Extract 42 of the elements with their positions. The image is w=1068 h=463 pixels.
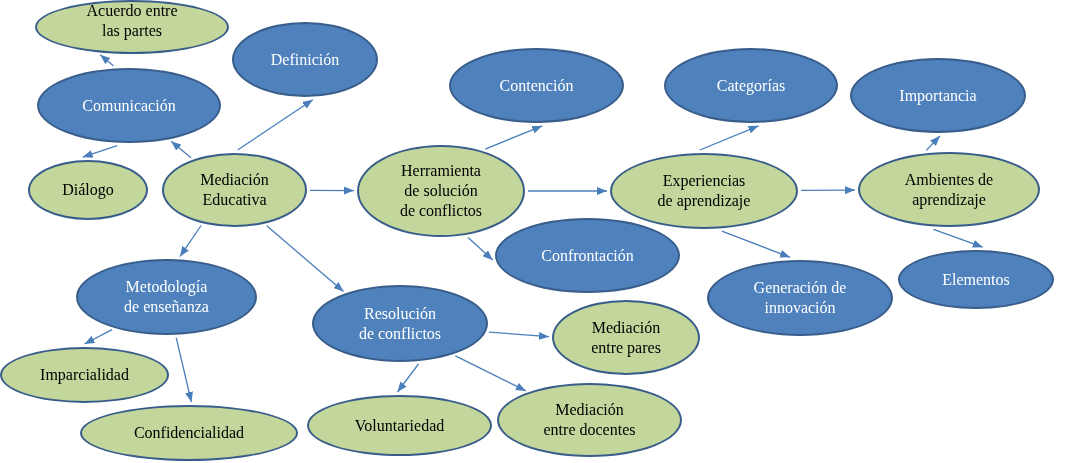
concept-label: Contención — [498, 75, 575, 96]
arrow — [179, 224, 202, 258]
arrow — [925, 135, 941, 152]
concept-label: Herramienta de solución de conflictos — [398, 161, 484, 221]
arrow — [488, 331, 550, 340]
arrow — [396, 363, 420, 393]
concept-label: Comunicación — [81, 95, 177, 116]
concept-label: Confrontación — [540, 245, 635, 266]
arrow — [236, 99, 314, 151]
arrow — [800, 186, 856, 195]
arrow — [266, 225, 345, 293]
arrow — [99, 54, 115, 67]
arrow — [170, 140, 192, 159]
concept-label: Acuerdo entre las partes — [85, 1, 179, 41]
concept-label: Generación de innovación — [752, 278, 848, 318]
concept-label: Resolución de conflictos — [357, 303, 443, 344]
concept-label: Voluntariedad — [353, 415, 446, 436]
arrow — [309, 186, 355, 195]
arrow — [467, 236, 494, 261]
arrow — [83, 329, 113, 345]
arrow — [699, 125, 760, 151]
concept-label: Categorías — [715, 75, 787, 96]
concept-label: Mediación entre docentes — [542, 400, 637, 440]
arrow — [175, 337, 193, 403]
concept-ellipse — [0, 347, 169, 403]
concept-label: Diálogo — [61, 180, 115, 200]
concept-label: Imparcialidad — [39, 365, 130, 385]
arrow — [721, 230, 791, 258]
arrow — [932, 228, 984, 248]
arrow — [527, 187, 608, 195]
concept-label: Definición — [269, 49, 341, 70]
arrow — [454, 355, 527, 392]
arrow — [484, 125, 543, 150]
concept-label: Ambientes de aprendizaje — [903, 169, 995, 210]
concept-label: Mediación Educativa — [199, 170, 270, 210]
concept-label: Experiencias de aprendizaje — [656, 171, 752, 211]
concept-label: Confidencialidad — [132, 423, 246, 443]
concept-label: Metodología de enseñanza — [123, 277, 210, 317]
concept-label: Elementos — [941, 269, 1011, 290]
arrow — [82, 144, 118, 158]
concept-label: Importancia — [898, 85, 978, 106]
concept-label: Mediación entre pares — [590, 317, 662, 358]
